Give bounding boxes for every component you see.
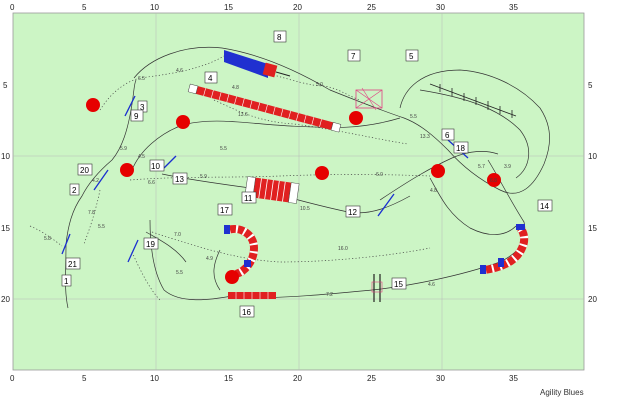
course-credit: Agility Blues — [540, 388, 584, 397]
distance-label: 13.6 — [238, 112, 248, 118]
obstacle-number: 18 — [456, 144, 465, 153]
x-tick: 30 — [436, 3, 445, 12]
distance-label: 7.8 — [88, 210, 95, 216]
distance-label: 6.5 — [138, 76, 145, 82]
distance-label: 5.0 — [316, 82, 323, 88]
distance-label: 5.8 — [44, 236, 51, 242]
short-tunnel — [244, 176, 300, 204]
y-tick: 20 — [588, 295, 597, 304]
grid-lines — [13, 13, 584, 370]
distance-label: 13.3 — [420, 134, 430, 140]
weave-poles — [429, 83, 517, 118]
course-field — [12, 12, 585, 371]
y-tick: 10 — [588, 152, 597, 161]
x-tick: 30 — [436, 374, 445, 383]
distance-label: 4.6 — [428, 282, 435, 288]
distance-label: 4.8 — [232, 85, 239, 91]
obstacle-number: 3 — [140, 103, 145, 112]
tunnel-blue — [224, 50, 268, 78]
y-tick: 15 — [588, 224, 597, 233]
distance-label: 7.0 — [174, 232, 181, 238]
obstacle-number: 8 — [277, 33, 282, 42]
obstacle-number: 9 — [134, 112, 139, 121]
obstacle-number: 4 — [208, 74, 213, 83]
distance-label: 4.5 — [138, 154, 145, 160]
distance-label: 5.5 — [220, 146, 227, 152]
y-tick: 20 — [1, 295, 10, 304]
x-tick: 25 — [367, 3, 376, 12]
x-tick: 5 — [82, 3, 87, 12]
distance-label: 4.2 — [92, 178, 99, 184]
obstacle-number: 21 — [68, 260, 77, 269]
obstacle-number: 14 — [540, 202, 549, 211]
y-tick: 15 — [1, 224, 10, 233]
long-tunnel — [187, 83, 342, 133]
distance-label: 6.8 — [490, 178, 497, 184]
y-tick: 5 — [588, 81, 593, 90]
distance-label: 5.5 — [98, 224, 105, 230]
obstacle-number: 5 — [409, 52, 414, 61]
dog-path-outer — [131, 46, 550, 301]
distance-labels: 6.5 4.6 4.8 5.0 13.6 5.5 13.3 5.5 5.9 4.… — [44, 68, 511, 298]
distance-label: 3.9 — [504, 164, 511, 170]
x-tick: 20 — [293, 374, 302, 383]
marker-cones — [86, 98, 501, 284]
x-tick: 0 — [10, 3, 15, 12]
obstacle-number: 15 — [394, 280, 403, 289]
x-axis-bottom: 0 5 10 15 20 25 30 35 — [10, 374, 518, 383]
obstacle-numbers: 1 2 3 4 5 6 7 8 9 10 11 12 13 14 15 16 1… — [61, 30, 553, 318]
x-tick: 15 — [224, 374, 233, 383]
distance-label: 7.2 — [326, 292, 333, 298]
distance-label: 5.7 — [478, 164, 485, 170]
curved-tunnel-centre — [224, 225, 259, 278]
distance-label: 5.5 — [176, 270, 183, 276]
distance-label: 4.6 — [176, 68, 183, 74]
distance-label: 4.8 — [430, 188, 437, 194]
obstacle-number: 7 — [351, 52, 356, 61]
x-tick: 35 — [509, 3, 518, 12]
y-tick: 5 — [3, 81, 8, 90]
obstacle-number: 19 — [146, 240, 155, 249]
x-axis-top: 0 5 10 15 20 25 30 35 — [10, 3, 518, 12]
tire-jump — [355, 87, 383, 111]
x-tick: 25 — [367, 374, 376, 383]
distance-label: 6.6 — [148, 180, 155, 186]
tunnel-red-end — [262, 62, 278, 78]
bottom-tunnel — [228, 292, 276, 299]
obstacle-number: 6 — [445, 131, 450, 140]
x-tick: 5 — [82, 374, 87, 383]
obstacle-number: 17 — [220, 206, 229, 215]
distance-label: 4.9 — [206, 256, 213, 262]
y-tick: 10 — [1, 152, 10, 161]
distance-label: 6.0 — [376, 172, 383, 178]
dog-path-right — [379, 89, 529, 235]
x-tick: 10 — [150, 374, 159, 383]
distance-label: 5.9 — [200, 174, 207, 180]
x-tick: 35 — [509, 374, 518, 383]
y-axis-right: 5 10 15 20 — [588, 81, 597, 304]
wall-jump — [371, 274, 383, 302]
distance-label: 10.5 — [300, 206, 310, 212]
curved-tunnel-right — [480, 224, 529, 274]
obstacle-number: 1 — [64, 277, 69, 286]
distance-label: 5.5 — [410, 114, 417, 120]
x-tick: 10 — [150, 3, 159, 12]
obstacle-number: 20 — [80, 166, 89, 175]
obstacle-number: 11 — [244, 194, 253, 203]
obstacle-number: 2 — [72, 186, 77, 195]
x-tick: 20 — [293, 3, 302, 12]
obstacle-number: 10 — [151, 162, 160, 171]
y-axis-left: 5 10 15 20 — [1, 81, 10, 304]
distance-label: 5.9 — [120, 146, 127, 152]
x-tick: 15 — [224, 3, 233, 12]
distance-label: 16.0 — [338, 246, 348, 252]
x-tick: 0 — [10, 374, 15, 383]
obstacle-number: 13 — [175, 175, 184, 184]
dog-path-dotted — [29, 55, 431, 301]
obstacle-number: 12 — [348, 208, 357, 217]
obstacle-number: 16 — [242, 308, 251, 317]
